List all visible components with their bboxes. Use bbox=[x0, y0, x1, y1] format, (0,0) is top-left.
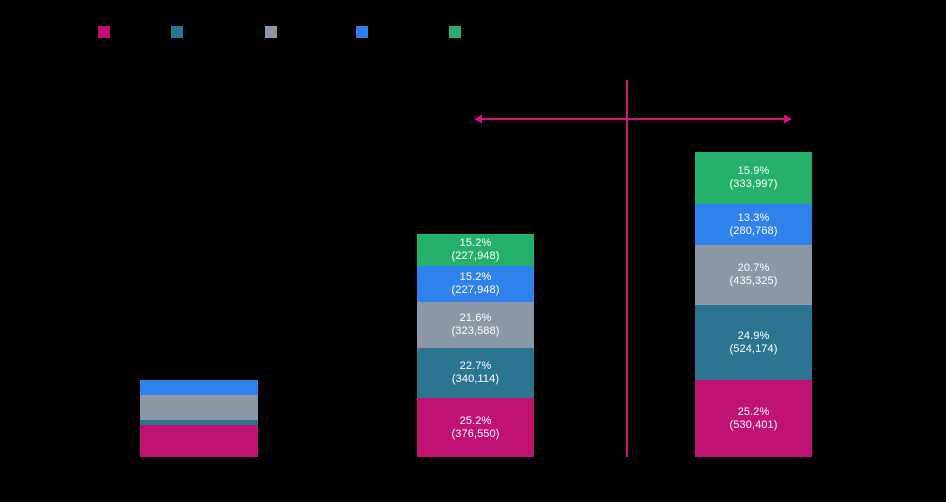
bar-segment-teal[interactable] bbox=[140, 420, 258, 425]
legend-swatch-gray-icon bbox=[265, 26, 277, 38]
segment-percent: 15.2% bbox=[459, 271, 492, 283]
bar-segment-gray[interactable]: 20.7% (435,325) bbox=[695, 245, 812, 305]
bar-segment-magenta[interactable]: 25.2% (376,550) bbox=[417, 398, 534, 457]
bar-segment-teal[interactable]: 22.7% (340,114) bbox=[417, 348, 534, 398]
segment-percent: 20.7% bbox=[737, 262, 770, 274]
segment-percent: 22.7% bbox=[459, 360, 492, 372]
legend-swatch-magenta-icon bbox=[98, 26, 110, 38]
bar-segment-teal[interactable]: 24.9% (524,174) bbox=[695, 305, 812, 380]
segment-percent: 24.9% bbox=[737, 329, 770, 342]
legend-item-gray[interactable] bbox=[265, 25, 283, 39]
stacked-bar-middle[interactable]: 15.2% (227,948) 15.2% (227,948) 21.6% (3… bbox=[417, 234, 534, 457]
stacked-bar-left[interactable] bbox=[140, 380, 258, 457]
segment-percent: 15.2% bbox=[459, 237, 492, 249]
legend-item-green[interactable] bbox=[449, 25, 467, 39]
segment-value: (280,768) bbox=[729, 224, 778, 237]
segment-value: (524,174) bbox=[729, 342, 778, 355]
bar-segment-magenta[interactable]: 25.2% (530,401) bbox=[695, 380, 812, 457]
segment-percent: 21.6% bbox=[459, 312, 492, 324]
legend-swatch-teal-icon bbox=[171, 26, 183, 38]
legend-swatch-green-icon bbox=[449, 26, 461, 38]
segment-percent: 13.3% bbox=[737, 211, 770, 224]
segment-percent: 25.2% bbox=[737, 405, 770, 418]
segment-value: (333,997) bbox=[729, 178, 778, 190]
bar-segment-blue[interactable] bbox=[140, 380, 258, 395]
segment-value: (340,114) bbox=[451, 373, 500, 385]
segment-value: (435,325) bbox=[729, 275, 778, 287]
legend-item-magenta[interactable] bbox=[98, 25, 116, 39]
segment-value: (530,401) bbox=[729, 418, 778, 431]
segment-percent: 15.9% bbox=[737, 165, 770, 177]
segment-value: (227,948) bbox=[451, 250, 500, 262]
bar-segment-blue[interactable]: 13.3% (280,768) bbox=[695, 204, 812, 245]
bar-segment-green[interactable]: 15.9% (333,997) bbox=[695, 152, 812, 204]
segment-value: (376,550) bbox=[451, 427, 500, 440]
legend-swatch-blue-icon bbox=[356, 26, 368, 38]
bar-segment-green[interactable]: 15.2% (227,948) bbox=[417, 234, 534, 266]
chart-legend bbox=[0, 0, 946, 60]
legend-item-blue[interactable] bbox=[356, 25, 374, 39]
segment-percent: 25.2% bbox=[459, 414, 492, 427]
segment-value: (323,588) bbox=[451, 325, 500, 337]
segment-value: (227,948) bbox=[451, 284, 500, 296]
bar-segment-gray[interactable] bbox=[140, 395, 258, 420]
bar-segment-gray[interactable]: 21.6% (323,588) bbox=[417, 302, 534, 348]
legend-item-teal[interactable] bbox=[171, 25, 189, 39]
bar-segment-blue[interactable]: 15.2% (227,948) bbox=[417, 266, 534, 302]
bar-segment-magenta[interactable] bbox=[140, 425, 258, 457]
stacked-bar-right[interactable]: 15.9% (333,997) 13.3% (280,768) 20.7% (4… bbox=[695, 152, 812, 457]
